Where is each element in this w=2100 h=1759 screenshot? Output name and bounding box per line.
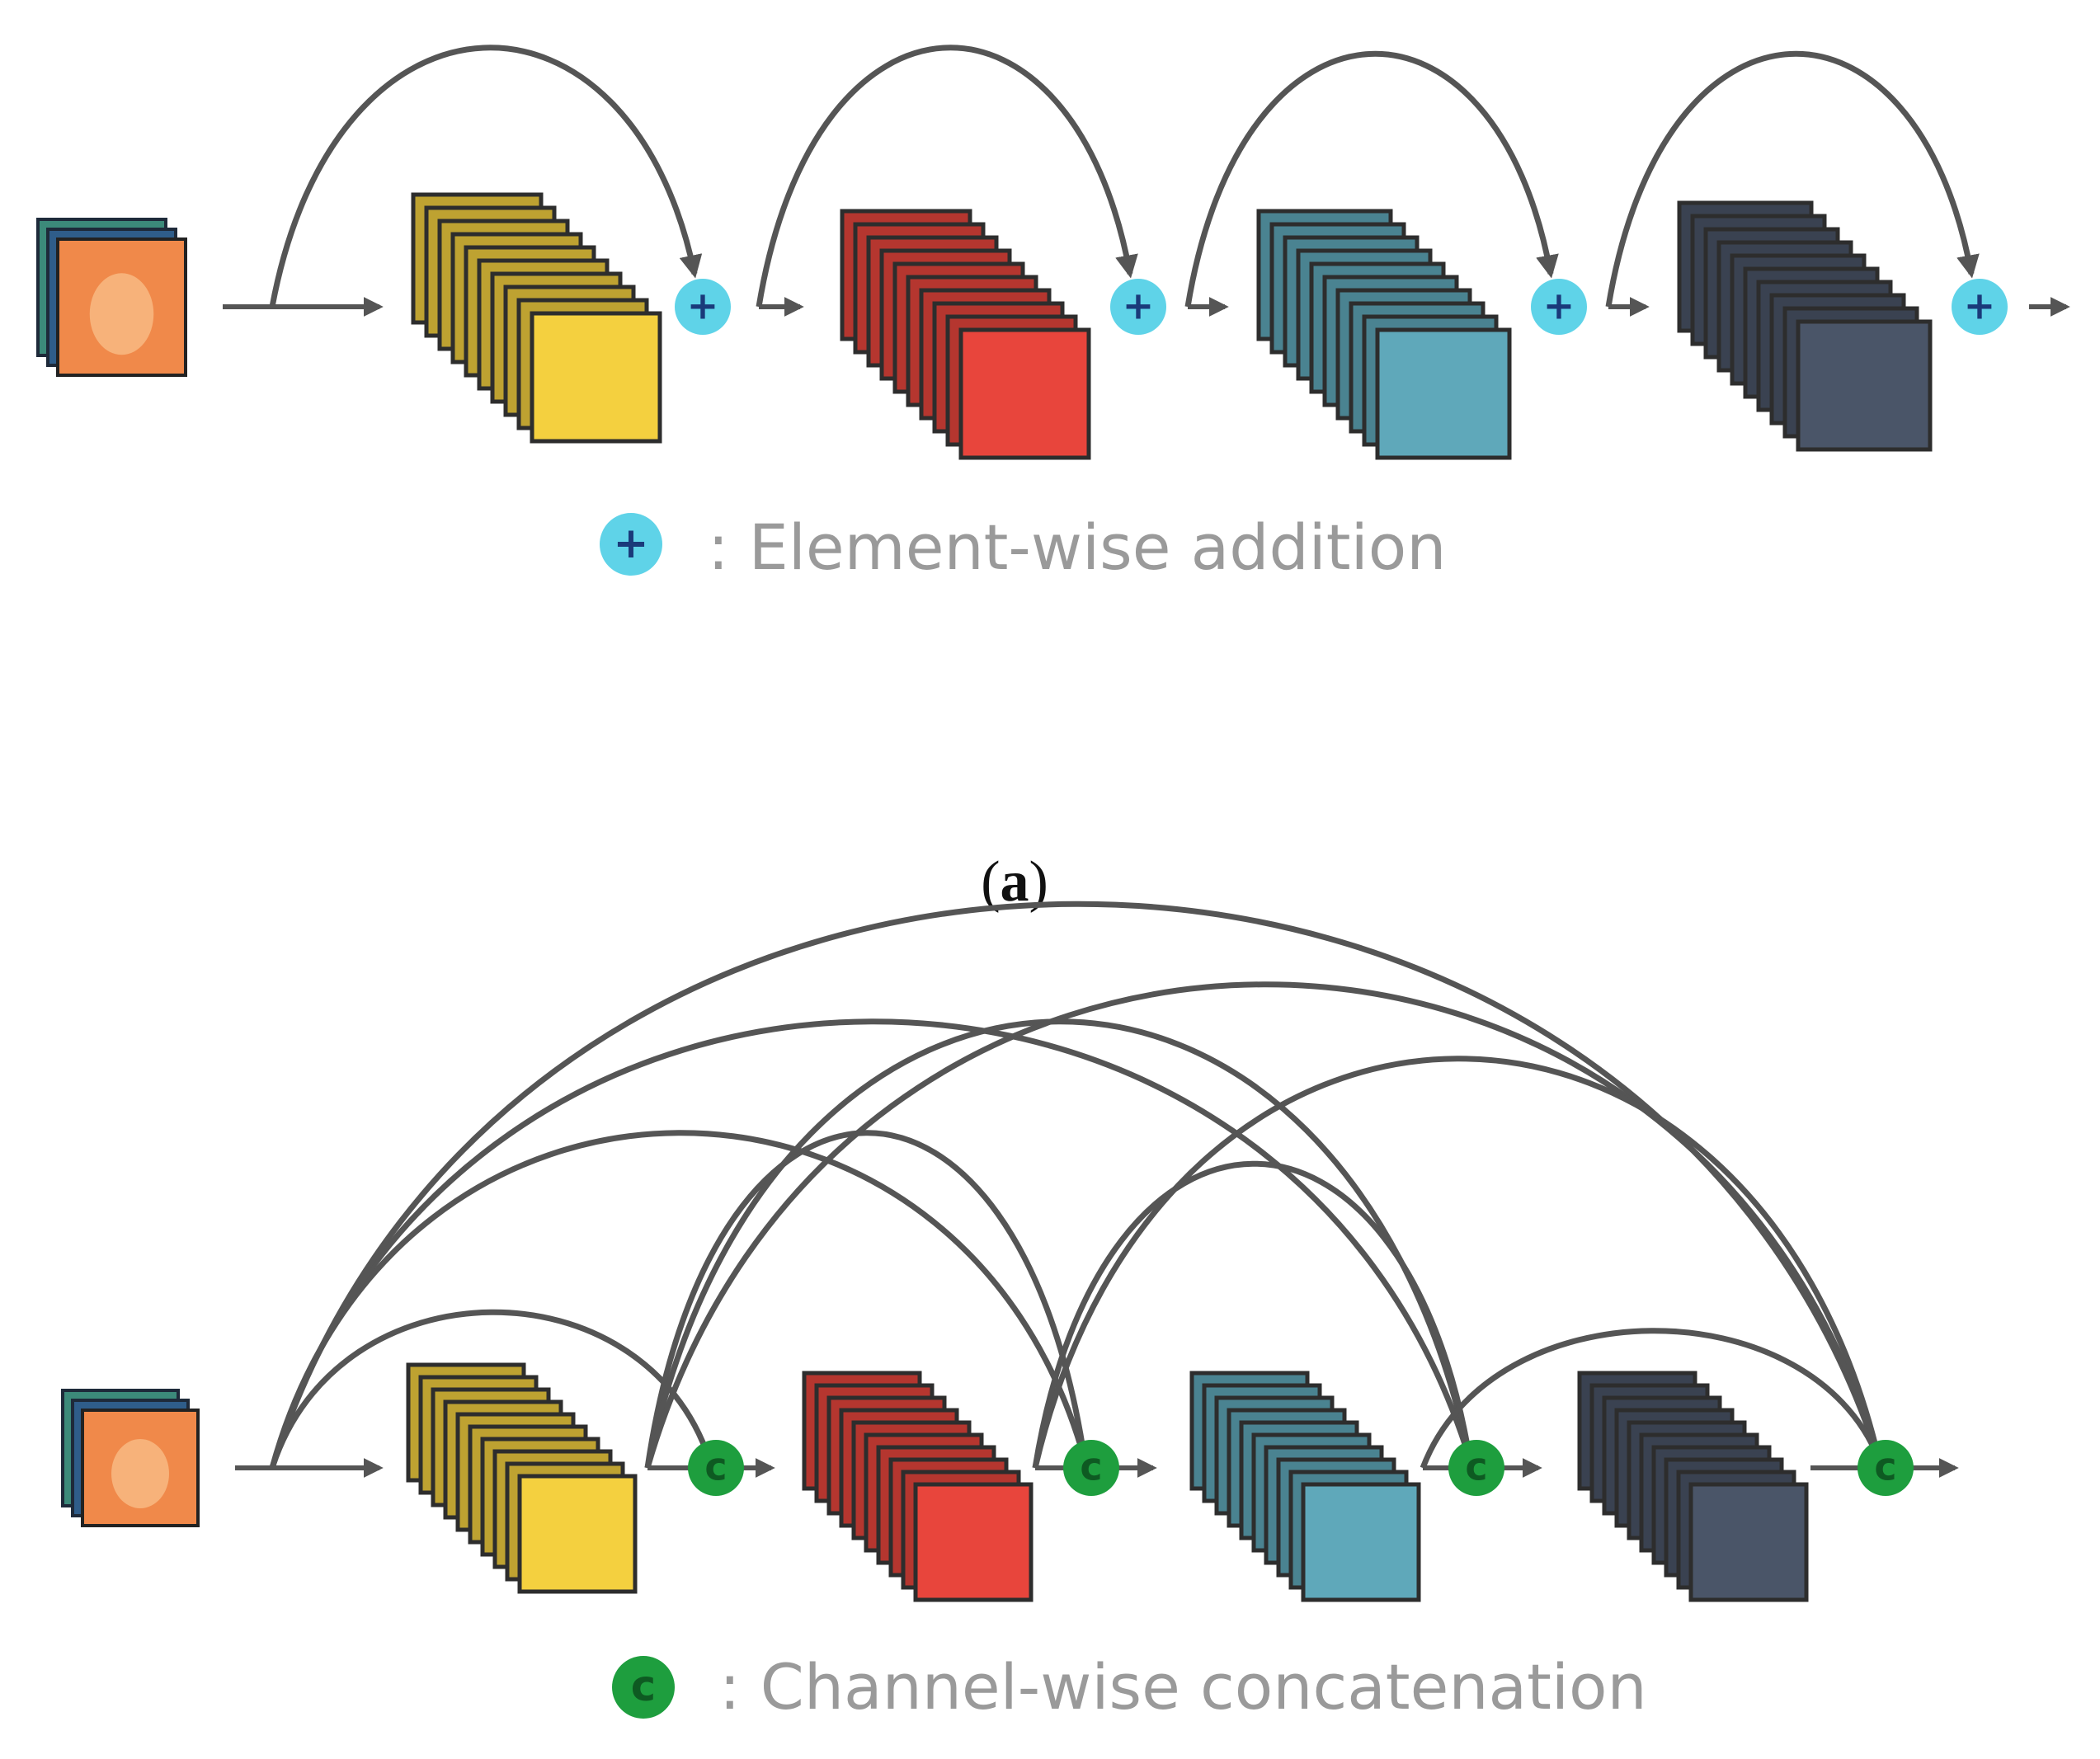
legend-b-concat-icon-symbol: c [631, 1662, 656, 1711]
plus-icon-3-symbol: + [1543, 283, 1575, 327]
concat-icon-4-symbol: c [1874, 1444, 1896, 1489]
panel-a-residual: + + + + + [36, 45, 2070, 576]
teal-layer [1301, 1482, 1421, 1602]
concat-icon-1: c [688, 1440, 744, 1496]
skip-arc-3 [1184, 50, 1559, 308]
plus-icon-1-symbol: + [687, 283, 718, 327]
teal-block [1256, 209, 1512, 460]
skip-arc-4 [1605, 50, 1980, 308]
plus-icon-2-disc [1110, 279, 1166, 335]
red-block [802, 1371, 1034, 1602]
navy-block [1677, 200, 1933, 452]
legend-a-plus-icon-symbol: + [614, 519, 649, 568]
yellow-layer [517, 1474, 638, 1594]
yellow-layer [530, 311, 662, 444]
skip-arc-1 [269, 45, 703, 308]
dense-arc-3-4 [1032, 1056, 1882, 1469]
red-layer [958, 327, 1091, 460]
concat-icon-3-disc [1448, 1440, 1504, 1496]
legend-a-label: : Element-wise addition [708, 510, 1446, 584]
navy-layer [1796, 319, 1933, 452]
dense-arc-2-2 [644, 1130, 1088, 1469]
cat-image-icon [36, 218, 187, 377]
legend-b-concat-icon: c [612, 1656, 675, 1719]
concat-icon-2: c [1063, 1440, 1119, 1496]
yellow-block [406, 1362, 638, 1594]
plus-icon-2-symbol: + [1123, 283, 1154, 327]
concat-icon-3: c [1448, 1440, 1504, 1496]
cat-image-icon [61, 1389, 200, 1527]
legend-a-plus-icon: + [600, 513, 662, 576]
dense-arc-1-2 [269, 1130, 1088, 1469]
plus-icon-3: + [1531, 279, 1587, 335]
navy-layer [1688, 1482, 1809, 1602]
plus-icon-1: + [675, 279, 731, 335]
red-layer [913, 1482, 1034, 1602]
navy-block [1577, 1371, 1809, 1602]
dense-arc-1-3 [269, 1018, 1473, 1470]
plus-icon-4: + [1952, 279, 2008, 335]
plus-icon-4-disc [1952, 279, 2008, 335]
concat-icon-4-disc [1858, 1440, 1914, 1496]
plus-icon-1-disc [675, 279, 731, 335]
cat-image-icon-cat [89, 273, 154, 355]
dense-arc-2-4 [644, 981, 1882, 1469]
red-block [840, 209, 1091, 460]
plus-icon-2: + [1110, 279, 1166, 335]
teal-block [1189, 1371, 1421, 1602]
plus-icon-3-disc [1531, 279, 1587, 335]
concat-icon-1-disc [688, 1440, 744, 1496]
concat-icon-2-disc [1063, 1440, 1119, 1496]
legend-b-concat-icon-disc [612, 1656, 675, 1719]
dense-arc-3-3 [1032, 1160, 1473, 1469]
plus-icon-4-symbol: + [1964, 283, 1995, 327]
panel-b-dense: c c c c c [61, 901, 1959, 1719]
legend-b-label: : Channel-wise concatenation [719, 1650, 1647, 1724]
dense-arc-4-4 [1420, 1328, 1882, 1470]
cat-image-icon-cat [111, 1439, 169, 1508]
legend-a-plus-icon-disc [600, 513, 662, 576]
concat-icon-3-symbol: c [1465, 1444, 1487, 1489]
skip-arc-2 [756, 45, 1138, 308]
concat-icon-4: c [1858, 1440, 1914, 1496]
concat-icon-2-symbol: c [1080, 1444, 1102, 1489]
cat-image-icon-front [81, 1409, 200, 1527]
concat-icon-1-symbol: c [704, 1444, 727, 1489]
dense-arc-2-3 [644, 1018, 1473, 1469]
yellow-block [411, 192, 662, 444]
teal-layer [1375, 327, 1512, 460]
